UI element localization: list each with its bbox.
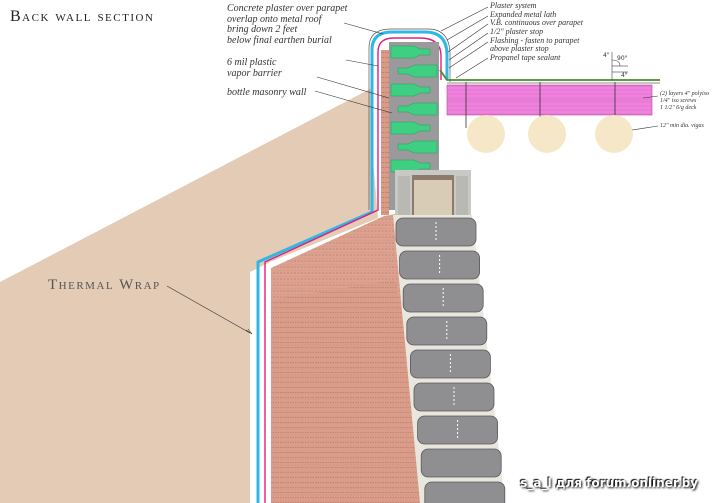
note-line: below final earthen burial	[227, 34, 332, 46]
vapor-barrier-note: 6 mil plastic vapor barrier	[227, 57, 282, 79]
watermark-credit: s_a_l для forum.onliner.by	[520, 476, 698, 490]
glass-bottle	[397, 102, 438, 116]
roof-system-notes: Plaster system Expanded metal lath V.B. …	[490, 1, 583, 62]
note-line: bottle masonry wall	[227, 87, 307, 98]
horizontal-dimension-label: 4"	[621, 72, 628, 79]
note-line: Concrete plaster over parapet	[227, 3, 348, 14]
glass-bottle	[390, 121, 431, 135]
note-line: (2) layers 4" polyiso	[660, 91, 710, 97]
vertical-dimension-label: 4"	[603, 52, 610, 59]
leader-lines	[166, 6, 659, 335]
note-line: V.B. continuous over parapet	[490, 18, 583, 28]
note-line: above plaster stop	[490, 44, 549, 54]
note-line: 12" min dia. vigas	[660, 123, 704, 129]
vigas	[467, 115, 633, 153]
note-line: 1 1/2" 6/g deck	[660, 104, 697, 111]
note-line: 6 mil plastic	[227, 57, 277, 68]
note-line: Expanded metal lath	[490, 9, 557, 19]
bottle-masonry-note: bottle masonry wall	[227, 87, 307, 99]
angle-dimension	[611, 52, 628, 80]
roof-deck-note: (2) layers 4" polyiso 1/4" iso screws 1 …	[660, 91, 709, 112]
parapet-outline	[368, 28, 451, 210]
concrete-plaster-note: Concrete plaster over parapet overlap on…	[227, 3, 348, 46]
brick-mass-lower	[271, 280, 428, 503]
note-line: Propanel tape sealant	[490, 52, 561, 62]
rammed-earth-tire	[420, 448, 502, 478]
drawing-title: Back wall section	[10, 8, 155, 25]
vigas-note: 12" min dia. vigas	[660, 123, 704, 130]
angle-label: 90°	[617, 55, 628, 62]
tire-wall	[393, 215, 506, 503]
vapor-barrier-line	[264, 37, 442, 503]
note-line: overlap onto metal roof	[227, 13, 322, 25]
thermal-wrap-label: Thermal Wrap	[48, 277, 161, 293]
glass-bottle	[390, 83, 431, 97]
glass-bottle	[397, 64, 438, 78]
earth-berm	[0, 88, 378, 503]
note-line: vapor barrier	[227, 67, 282, 79]
note-line: Flashing - fasten to parapet	[490, 35, 580, 45]
note-line: bring down 2 feet	[227, 24, 298, 35]
glass-bottle	[397, 140, 438, 154]
note-line: Plaster system	[490, 1, 537, 10]
brick-strip	[381, 50, 389, 215]
note-line: 1/4" iso screws	[660, 97, 697, 104]
rammed-earth-tire	[424, 481, 506, 503]
note-line: 1/2" plaster stop	[490, 26, 544, 36]
glass-bottle	[390, 45, 431, 59]
roof-flashing	[439, 69, 660, 81]
bond-beam	[395, 170, 471, 240]
